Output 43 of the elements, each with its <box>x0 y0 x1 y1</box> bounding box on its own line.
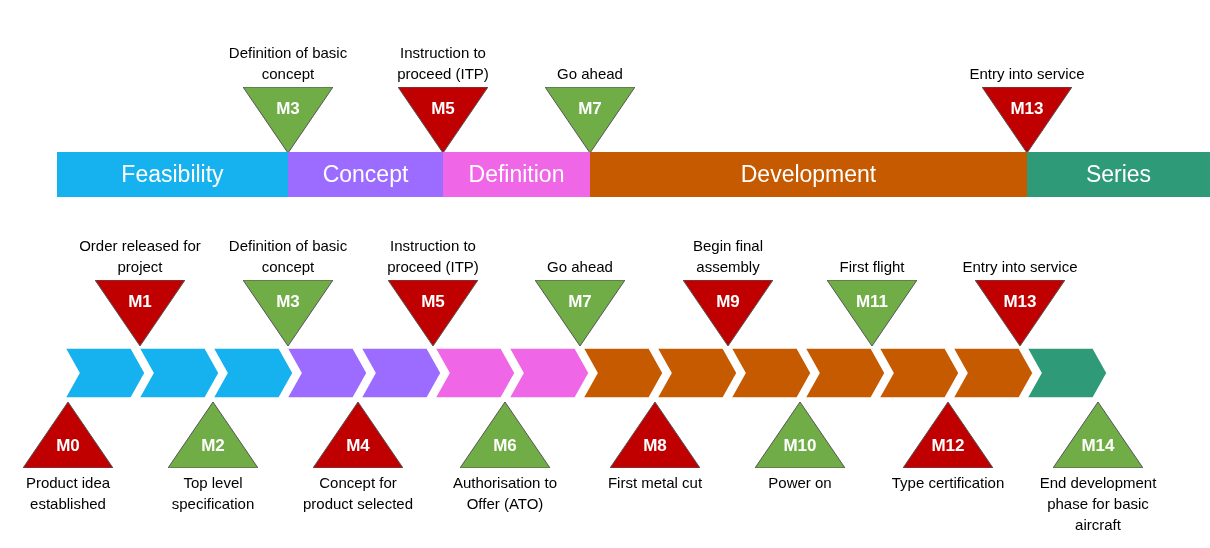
milestone-code: M14 <box>1080 436 1116 456</box>
milestone-code: M10 <box>782 436 818 456</box>
milestone-caption: Go ahead <box>556 64 624 84</box>
milestone-code: M2 <box>200 436 226 456</box>
milestone-caption: Entry into service <box>968 64 1086 84</box>
milestone-caption: Begin final assembly <box>691 236 765 277</box>
milestone-code: M12 <box>930 436 966 456</box>
phase-bar: Feasibility <box>57 152 288 197</box>
milestone-caption: Definition of basic concept <box>227 236 349 277</box>
milestone-code: M7 <box>577 99 603 119</box>
phase-bar: Concept <box>288 152 443 197</box>
phase-bar: Definition <box>443 152 590 197</box>
phase-bar: Development <box>590 152 1027 197</box>
milestone-code: M13 <box>1002 292 1038 312</box>
milestone-code: M4 <box>345 436 371 456</box>
phase-bar: Series <box>1027 152 1210 197</box>
milestone-code: M5 <box>420 292 446 312</box>
milestone-caption: Order released for project <box>78 236 202 277</box>
milestone-caption: Power on <box>767 473 833 493</box>
milestone-caption: Concept for product selected <box>301 473 415 514</box>
milestone-code: M3 <box>275 292 301 312</box>
milestone-code: M0 <box>55 436 81 456</box>
milestone-code: M13 <box>1009 99 1045 119</box>
milestone-caption: Top level specification <box>170 473 256 514</box>
milestone-code: M9 <box>715 292 741 312</box>
milestone-caption: Type certification <box>890 473 1006 493</box>
milestone-code: M3 <box>275 99 301 119</box>
milestone-caption: End development phase for basic aircraft <box>1038 473 1158 535</box>
milestone-caption: Definition of basic concept <box>227 43 349 84</box>
milestone-caption: Authorisation to Offer (ATO) <box>451 473 559 514</box>
milestone-caption: Entry into service <box>961 257 1079 277</box>
milestone-caption: Go ahead <box>546 257 614 277</box>
milestone-code: M5 <box>430 99 456 119</box>
milestone-caption: Product idea established <box>24 473 112 514</box>
milestone-code: M1 <box>127 292 153 312</box>
milestone-code: M11 <box>854 292 890 312</box>
milestone-caption: Instruction to proceed (ITP) <box>386 236 480 277</box>
milestone-code: M8 <box>642 436 668 456</box>
milestone-code: M7 <box>567 292 593 312</box>
milestone-code: M6 <box>492 436 518 456</box>
milestone-caption: Instruction to proceed (ITP) <box>396 43 490 84</box>
milestone-caption: First metal cut <box>606 473 704 493</box>
milestone-caption: First flight <box>838 257 906 277</box>
